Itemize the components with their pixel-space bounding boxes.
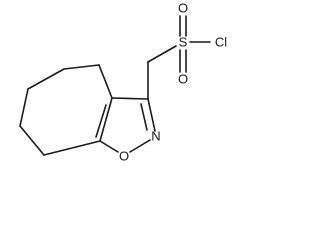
- atom-sulfur: S: [179, 34, 188, 49]
- bond-o-c8a: [99, 140, 119, 153]
- atom-ring-nitrogen: N: [151, 128, 160, 143]
- atom-chlorine: Cl: [215, 34, 227, 49]
- molecule-diagram: O S Cl O N O: [19, 0, 227, 163]
- sulfonyl-chloride-group: [147, 15, 211, 100]
- bond-c5-c6: [27, 68, 65, 90]
- atom-labels: O S Cl O N O: [119, 0, 227, 163]
- cycloheptane-ring: [19, 64, 113, 156]
- bond-c3-n: [147, 98, 156, 132]
- bond-c3a-c3: [111, 97, 149, 100]
- atom-oxygen-top: O: [178, 0, 188, 15]
- bond-n-o: [129, 139, 151, 153]
- bond-c6-c7: [19, 88, 29, 127]
- atom-oxygen-bottom: O: [178, 71, 188, 86]
- bond-c3a-c4: [98, 64, 113, 99]
- isoxazole-ring: [95, 97, 156, 153]
- bond-c8-c8a: [43, 140, 101, 156]
- bond-ch2-s: [147, 45, 177, 63]
- atom-ring-oxygen: O: [119, 148, 129, 163]
- bond-c7-c8: [19, 125, 45, 156]
- bond-c4-c5: [63, 64, 100, 70]
- bond-c3-n-double: [140, 103, 148, 131]
- bond-c3a-c8a-double: [95, 104, 107, 138]
- bond-c3a-c8a: [99, 97, 113, 142]
